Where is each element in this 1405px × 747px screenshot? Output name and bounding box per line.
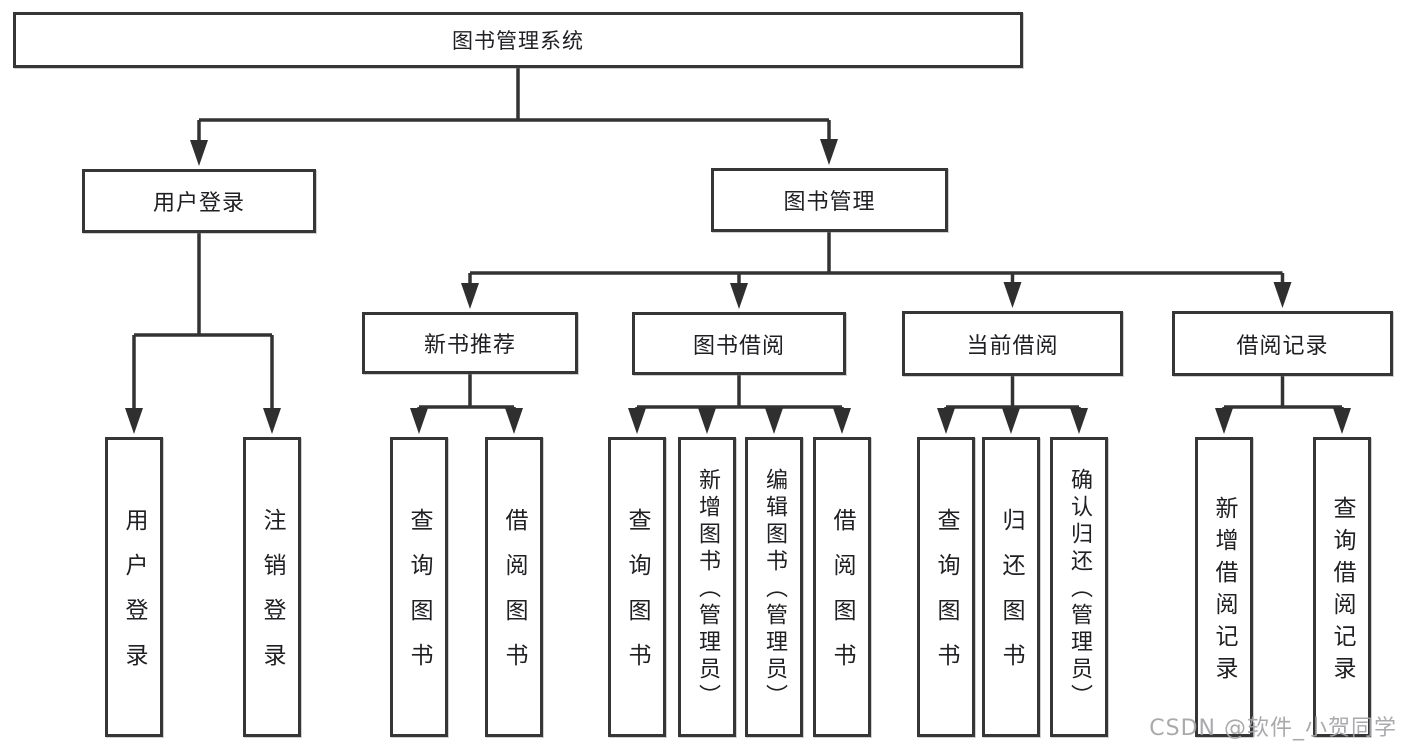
leaf-query-books-current-label: 查询图书 (933, 508, 959, 688)
watermark: CSDN @软件_小贺同学 (1149, 716, 1397, 741)
leaf-edit-book-admin-label: 编辑图书（管理员） (762, 468, 787, 711)
leaf-add-borrow-record: 新增借阅记录 (1195, 437, 1253, 737)
node-current-borrowing-label: 当前借阅 (966, 333, 1059, 359)
leaf-query-books-borrowing: 查询图书 (608, 437, 666, 737)
leaf-return-books-label: 归还图书 (998, 508, 1024, 688)
node-book-borrowing: 图书借阅 (632, 312, 846, 375)
node-library-system-label: 图书管理系统 (452, 29, 584, 53)
node-library-system: 图书管理系统 (13, 12, 1023, 68)
leaf-user-login: 用户登录 (105, 437, 163, 737)
node-borrowing-records-label: 借阅记录 (1236, 333, 1329, 359)
leaf-logout-label: 注销登录 (259, 508, 285, 688)
leaf-query-books-current: 查询图书 (917, 437, 975, 737)
leaf-edit-book-admin: 编辑图书（管理员） (745, 437, 803, 737)
leaf-confirm-return-admin: 确认归还（管理员） (1050, 437, 1108, 737)
node-book-borrowing-label: 图书借阅 (692, 333, 785, 359)
node-current-borrowing: 当前借阅 (902, 311, 1123, 376)
leaf-logout: 注销登录 (243, 437, 301, 737)
node-new-book-recommend: 新书推荐 (362, 312, 578, 374)
leaf-query-books-recommend-label: 查询图书 (406, 508, 432, 688)
node-borrowing-records: 借阅记录 (1172, 311, 1393, 376)
leaf-confirm-return-admin-label: 确认归还（管理员） (1067, 468, 1092, 711)
node-book-management: 图书管理 (711, 168, 948, 232)
leaf-query-borrow-record: 查询借阅记录 (1313, 437, 1371, 737)
leaf-borrow-books-borrowing: 借阅图书 (813, 437, 871, 737)
leaf-return-books: 归还图书 (982, 437, 1040, 737)
leaf-query-borrow-record-label: 查询借阅记录 (1329, 495, 1355, 688)
node-new-book-recommend-label: 新书推荐 (423, 333, 516, 358)
leaf-borrow-books-recommend-label: 借阅图书 (501, 508, 527, 688)
node-user-login-label: 用户登录 (152, 191, 245, 216)
node-user-login: 用户登录 (82, 169, 316, 233)
leaf-user-login-label: 用户登录 (121, 508, 147, 688)
leaf-borrow-books-recommend: 借阅图书 (485, 437, 543, 737)
leaf-add-book-admin-label: 新增图书（管理员） (695, 468, 720, 711)
leaf-query-books-recommend: 查询图书 (390, 437, 448, 737)
leaf-query-books-borrowing-label: 查询图书 (624, 508, 650, 688)
node-book-management-label: 图书管理 (783, 190, 876, 215)
leaf-add-borrow-record-label: 新增借阅记录 (1211, 495, 1237, 688)
leaf-borrow-books-borrowing-label: 借阅图书 (829, 508, 855, 688)
leaf-add-book-admin: 新增图书（管理员） (678, 437, 736, 737)
